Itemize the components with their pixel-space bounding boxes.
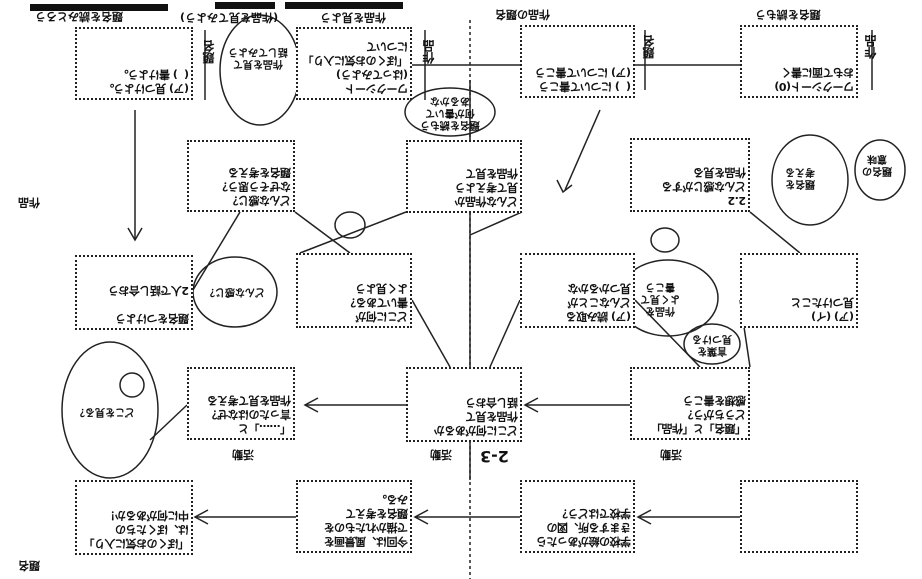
box-r4-a: 「……」と 言ったのはなぜ？ 作品を見て考える — [187, 367, 295, 440]
margin-label: 題名 — [18, 559, 40, 572]
side-label: 題名 — [642, 35, 656, 59]
box-r3-a: 題名をつけよう 2人で話し合おう — [75, 255, 193, 330]
header-left-subtitle: (作品を見てみよう) — [180, 11, 279, 24]
character-doodle — [650, 227, 680, 253]
bubble-text: 作品を見て 話してみよう — [228, 46, 288, 69]
box-text: どこに何があるか 作品を見て 話し合おう — [434, 396, 518, 437]
redaction-bar — [215, 2, 275, 9]
header-right-title: 題名を読もう — [755, 8, 821, 21]
box-r4-c: 「題名」と「作品」 どうちがう？ 感想を書こう — [630, 367, 750, 440]
box-r1-c: ( ) について書こう (ア) について書こう — [520, 25, 635, 98]
bubble-text: 言葉を 見つける — [692, 333, 732, 356]
speech-bubble-b6 — [771, 134, 849, 226]
bubble-text: どんな感じ？ — [205, 286, 265, 297]
character-doodle — [119, 372, 145, 398]
box-text: どんな感じ？ なぜそう思う？ 題名を考える — [217, 166, 292, 207]
box-r5-c: 学校の絵があったら きまする所、図の 学校ではどう？ — [520, 480, 635, 553]
step-label: 活動 — [660, 448, 682, 461]
step-label: 活動 — [232, 448, 254, 461]
speech-bubble-b3 — [404, 87, 496, 137]
header-left-title: 題名を読みとろう — [35, 10, 123, 23]
redaction-bar — [30, 4, 168, 11]
box-r1-b: ワークシート (はってみよう) 「ぼくのお気に入り」 について — [296, 27, 412, 100]
box-text — [744, 485, 854, 548]
box-r4-b: どこに何があるか 作品を見て 話し合おう — [406, 367, 522, 442]
box-r3-d: (ア) (イ) 見つけたこと — [740, 253, 858, 328]
box-r2-c: 2.2 どんな感じがする 作品を見る — [630, 138, 750, 212]
box-text: どこに何が 書いてある？ よく見よう — [345, 282, 408, 323]
margin-label: 作品 — [18, 196, 40, 209]
bubble-text: 題名の 意味 — [862, 153, 892, 176]
side-label: 作品 — [422, 40, 436, 64]
box-text: 「ぼくのお気に入り」 は、ぼくたちの 中に何があるか！ — [84, 509, 189, 550]
box-text: ( ) について書こう (ア) について書こう — [534, 66, 631, 93]
bubble-text: 題名を読もう 何が書いて あるかな — [420, 95, 480, 130]
speech-bubble-b2 — [192, 256, 278, 328]
box-text: (ア) 読み取る どんなことが 見つかるかな — [566, 282, 631, 323]
header-right-mid-title: 作品の題名 — [495, 8, 550, 21]
bubble-text: 作品を よく見て 書こう — [640, 281, 680, 316]
box-text: 学校の絵があったら きまする所、図の 学校ではどう？ — [536, 507, 632, 548]
side-label: 作品 — [864, 35, 878, 59]
box-text: 「題名」と「作品」 どうちがう？ 感想を書こう — [651, 394, 747, 435]
box-r3-c: (ア) 読み取る どんなことが 見つかるかな — [520, 253, 635, 328]
bubble-text: どこを見る？ — [75, 406, 135, 417]
speech-bubble-b1 — [219, 14, 301, 126]
header-mid-title: 作品を見よう — [320, 11, 386, 24]
box-r5-d-empty — [740, 480, 858, 553]
box-r1-a: (ア) 見つけよう。 ( ) 書けよう。 — [75, 27, 193, 100]
box-r1-d: ワークシート(0) おもて面に書く — [740, 25, 858, 98]
box-r5-a: 「ぼくのお気に入り」 は、ぼくたちの 中に何があるか！ — [75, 480, 193, 555]
character-doodle — [334, 211, 366, 239]
box-text: 今回は、風景画を で描かれたものを 題名を考えて みる。 — [324, 493, 408, 548]
box-text: 「……」と 言ったのはなぜ？ 作品を見て考える — [207, 394, 291, 435]
side-label: 題名 — [202, 40, 216, 64]
box-r2-b: どんな作品か 見て考えよう 作品を見て — [406, 140, 522, 213]
box-text: (ア) (イ) 見つけたこと — [791, 296, 854, 323]
box-r3-b: どこに何が 書いてある？ よく見よう — [296, 253, 412, 328]
page-number: 2-3 — [480, 447, 509, 466]
bubble-text: 題名を 考える — [785, 166, 815, 189]
speech-bubble-b7 — [683, 323, 741, 365]
step-label: 活動 — [430, 448, 452, 461]
box-r5-b: 今回は、風景画を で描かれたものを 題名を考えて みる。 — [296, 480, 412, 553]
speech-bubble-b5 — [61, 341, 159, 479]
box-text: 題名をつけよう 2人で話し合おう — [108, 284, 189, 325]
box-text: 2.2 どんな感じがする 作品を見る — [662, 166, 746, 207]
box-text: ワークシート(0) おもて面に書く — [774, 66, 854, 93]
speech-bubble-b8 — [854, 139, 906, 201]
box-text: どんな作品か 見て考えよう 作品を見て — [455, 167, 518, 208]
redaction-bar — [285, 2, 403, 9]
box-r2-a: どんな感じ？ なぜそう思う？ 題名を考える — [187, 140, 295, 212]
box-text: ワークシート (はってみよう) 「ぼくのお気に入り」 について — [303, 40, 408, 95]
box-text: (ア) 見つけよう。 ( ) 書けよう。 — [103, 68, 189, 95]
